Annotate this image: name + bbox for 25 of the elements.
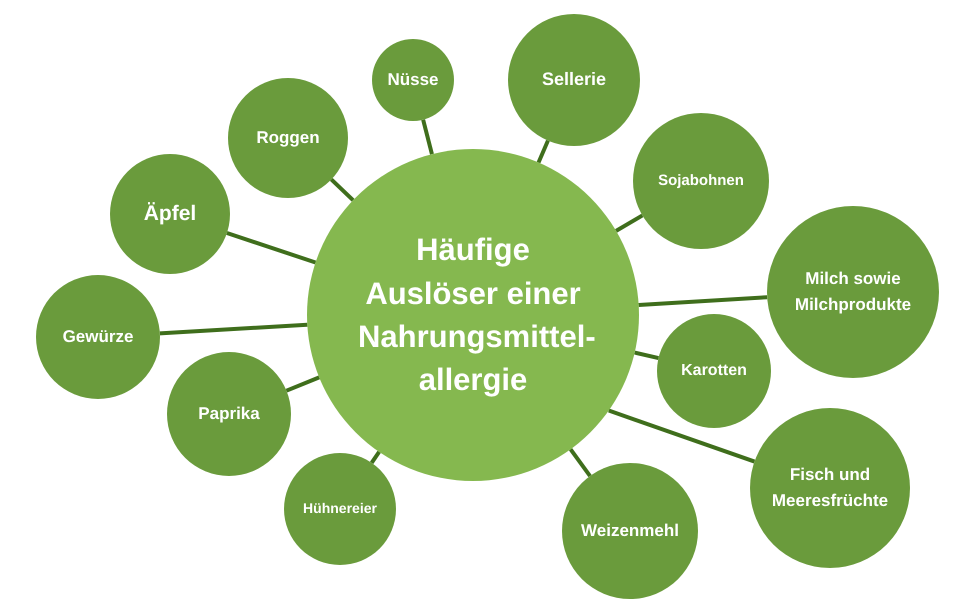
topic-circle: Hühnereier [284,453,396,565]
connector-line [226,231,316,264]
connector-line [160,322,308,336]
topic-circle: Roggen [228,78,348,198]
topic-circle: Weizenmehl [562,463,698,599]
topic-circle: Paprika [167,352,291,476]
connector-line [638,295,768,307]
connector-line [370,450,381,464]
connector-line [615,214,644,233]
connector-line [536,140,550,164]
connector-line [330,178,354,202]
topic-circle: Sojabohnen [633,113,769,249]
topic-circle: Fisch und Meeresfrüchte [750,408,910,568]
connector-line [634,350,659,360]
topic-circle: Karotten [657,314,771,428]
connector-line [286,376,320,393]
connector-line [421,119,434,155]
topic-circle: Gewürze [36,275,160,399]
connector-line [568,448,592,478]
topic-circle: Milch sowie Milchprodukte [767,206,939,378]
topic-circle: Sellerie [508,14,640,146]
topic-circle: Nüsse [372,39,454,121]
topic-circle: Äpfel [110,154,230,274]
central-circle: Häufige Auslöser einer Nahrungsmittel-allergie [307,149,639,481]
connector-line [608,408,756,464]
